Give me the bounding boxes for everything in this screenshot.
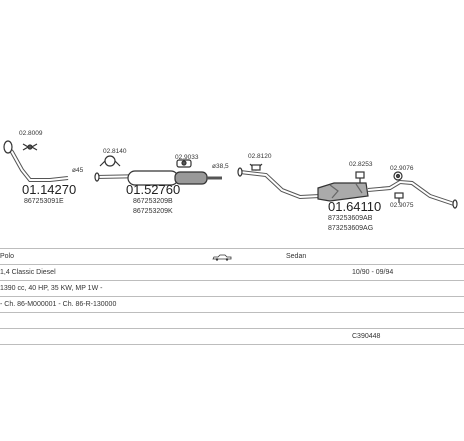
silencer-2-oem-2: 873253609AG	[328, 225, 373, 232]
vehicle-info-table: Polo Sedan 1,4 Classic Diesel 10/90 - 09…	[0, 248, 464, 345]
info-row-chassis: - Ch. 86-M000001 - Ch. 86-R-130000	[0, 297, 464, 313]
engine-label: 1,4 Classic Diesel	[0, 269, 56, 276]
front-pipe-flange	[3, 140, 13, 154]
front-pipe	[4, 144, 69, 182]
info-row-engine: 1,4 Classic Diesel 10/90 - 09/94	[0, 265, 464, 281]
hanger-5-label: 02.9075	[390, 202, 414, 209]
hanger-4-icon	[393, 171, 403, 181]
diameter-2-label: ø38,5	[212, 163, 229, 170]
exhaust-diagram: 02.8009 01.14270 867253091E ø45 02.8140 …	[3, 130, 458, 232]
silencer-1-icon	[127, 170, 208, 186]
clamp-1-icon	[22, 143, 38, 151]
silencer-2-number: 01.64110	[328, 199, 381, 214]
info-row-catalog: C390448	[0, 329, 464, 345]
body-type: Sedan	[286, 253, 307, 260]
hanger-3-label: 02.8253	[349, 161, 373, 168]
info-row-specs: 1390 cc, 40 HP, 35 KW, MP 1W -	[0, 281, 464, 297]
hanger-2-icon	[249, 163, 263, 171]
silencer-1-oem-1: 867253209B	[133, 198, 173, 205]
engine-specs: 1390 cc, 40 HP, 35 KW, MP 1W -	[0, 285, 103, 292]
hanger-1-icon	[176, 159, 192, 168]
hanger-3-icon	[355, 171, 365, 183]
silencer-1-oem-2: 867253209K	[133, 208, 173, 215]
hanger-1-label: 02.9033	[175, 154, 199, 161]
hanger-2-label: 02.8120	[248, 153, 272, 160]
silencer-2-icon	[317, 182, 369, 202]
catalog-number: C390448	[352, 333, 381, 340]
clamp-2-label: 02.8140	[103, 148, 127, 155]
pipe-1-oem: 867253091E	[24, 198, 64, 205]
info-row-empty	[0, 313, 464, 329]
silencer-1-number: 01.52760	[126, 182, 180, 197]
clamp-2-icon	[99, 155, 121, 167]
production-period: 10/90 - 09/94	[352, 269, 394, 276]
pipe-1-number: 01.14270	[22, 182, 76, 197]
chassis-range: - Ch. 86-M000001 - Ch. 86-R-130000	[0, 301, 117, 308]
rear-pipe	[239, 170, 321, 200]
hanger-5-icon	[394, 192, 404, 203]
hanger-4-label: 02.9076	[390, 165, 414, 172]
clamp-1-label: 02.8009	[19, 130, 43, 137]
sedan-car-icon	[212, 254, 232, 261]
info-row-model: Polo Sedan	[0, 248, 464, 265]
silencer-2-oem-1: 873253609AB	[328, 215, 373, 222]
model-name: Polo	[0, 253, 15, 260]
diameter-1-label: ø45	[72, 167, 84, 174]
